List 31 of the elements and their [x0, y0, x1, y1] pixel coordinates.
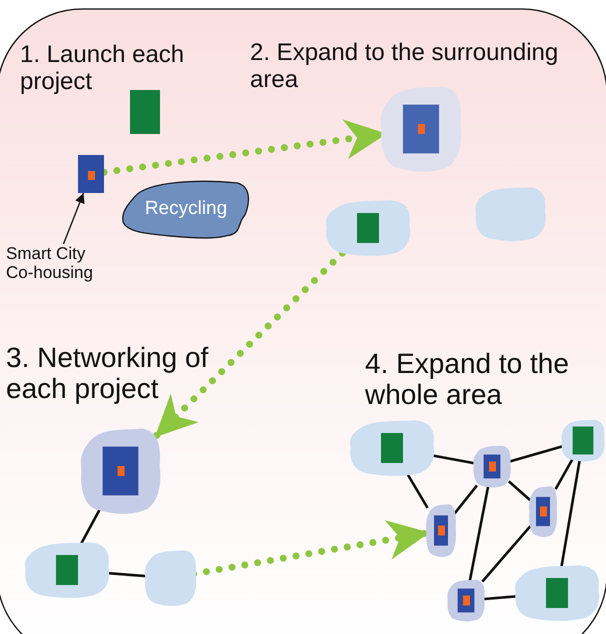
connector-line — [481, 525, 532, 582]
shape-label: Recycling — [144, 198, 228, 220]
area-blob — [512, 563, 602, 623]
callout-text: Smart City Co-housing — [6, 244, 106, 282]
connector-line — [406, 472, 429, 509]
connector-line — [508, 444, 564, 463]
area-blob — [22, 540, 112, 600]
step-heading: 3. Networking of each project — [6, 342, 221, 405]
cloud-shape — [122, 178, 250, 240]
area-blob — [528, 484, 558, 539]
step-heading: 2. Expand to the surrounding area — [250, 40, 602, 94]
connector-line — [560, 459, 582, 568]
connector-line — [468, 485, 490, 582]
area-blob — [472, 444, 512, 489]
area-blob — [347, 418, 437, 478]
connector-line — [79, 509, 101, 546]
area-blob — [560, 418, 606, 463]
project-block — [130, 90, 160, 134]
area-blob — [323, 198, 413, 258]
step-heading: 1. Launch each project — [20, 42, 215, 96]
area-blob — [425, 502, 457, 559]
project-block — [78, 155, 104, 193]
step-heading: 4. Expand to the whole area — [365, 348, 605, 411]
area-blob — [473, 185, 548, 243]
area-blob — [143, 548, 198, 608]
connector-line — [508, 480, 532, 502]
dotted-arrow — [152, 250, 346, 440]
area-blob — [446, 578, 486, 623]
arrow — [62, 192, 85, 244]
connector-line — [453, 484, 478, 514]
connector-line — [554, 458, 574, 490]
